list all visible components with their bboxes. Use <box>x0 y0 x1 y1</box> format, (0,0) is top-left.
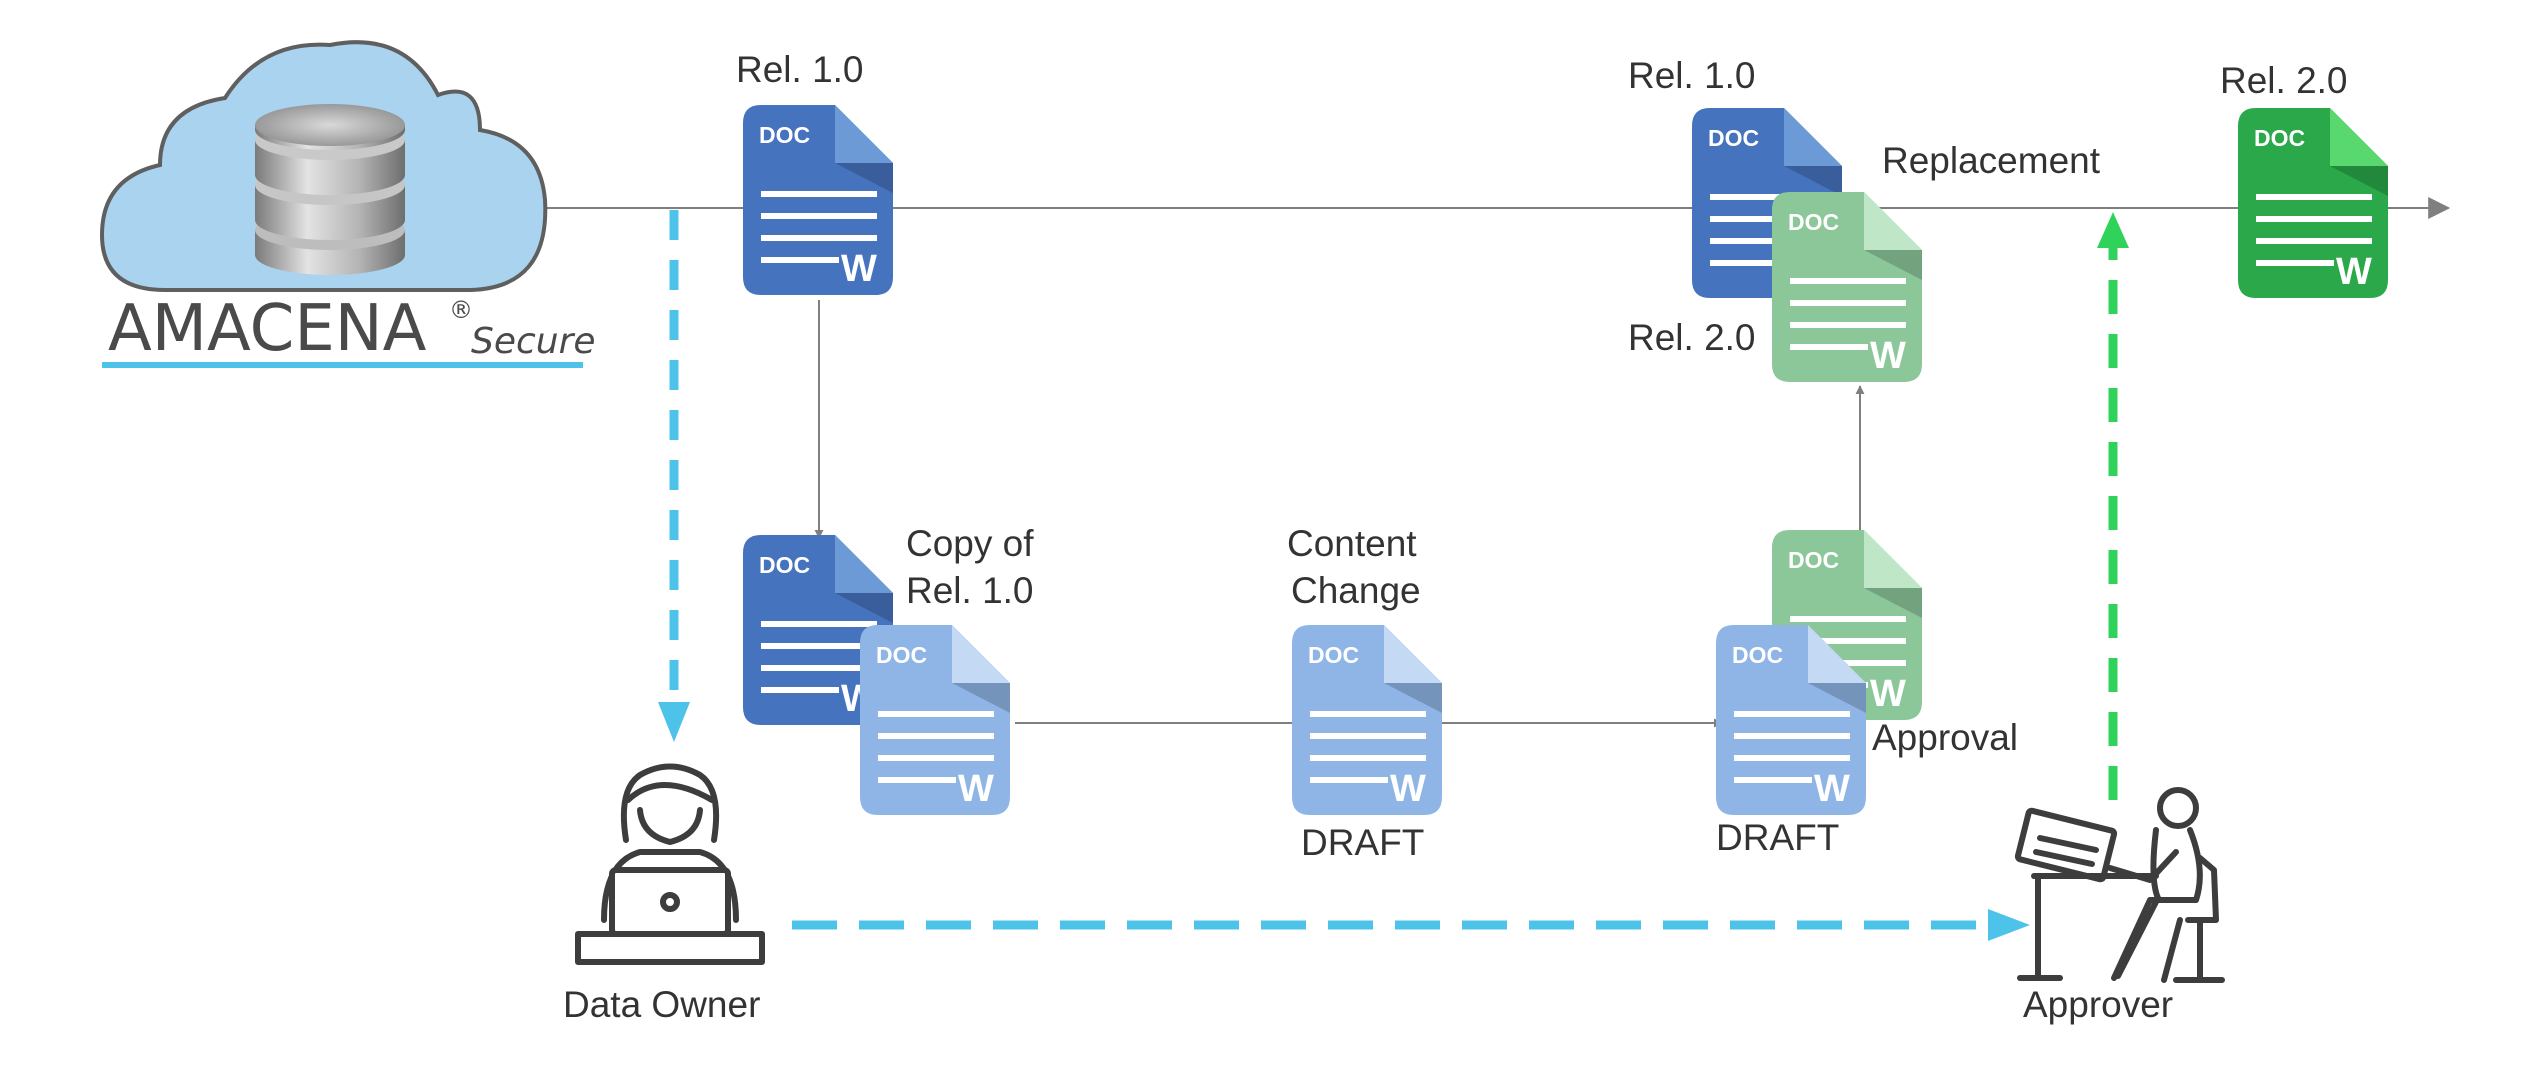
brand-underline <box>102 362 583 368</box>
label-data-owner: Data Owner <box>563 984 760 1025</box>
cloud-database-icon <box>99 40 548 292</box>
svg-text:W: W <box>1870 335 1906 377</box>
label-draft-right: DRAFT <box>1716 817 1839 858</box>
document-icon-rel2-final: DOC W <box>2238 108 2388 298</box>
diagram-labels: Rel. 1.0 Rel. 1.0 Rel. 2.0 Rel. 2.0 Repl… <box>563 49 2348 1025</box>
svg-text:W: W <box>841 248 877 290</box>
brand-suffix: Secure <box>471 321 596 362</box>
document-icon-rel1: DOC W <box>743 105 893 295</box>
brand-logo: AMACENA ® Secure <box>102 292 596 368</box>
svg-text:DOC: DOC <box>1708 125 1759 151</box>
document-icon-approval: DOC W <box>1772 530 1922 720</box>
label-copy-line1: Copy of <box>906 523 1034 564</box>
svg-text:DOC: DOC <box>1308 642 1359 668</box>
label-rel2-final: Rel. 2.0 <box>2220 60 2348 101</box>
dashed-up-arrowhead <box>2097 212 2129 248</box>
svg-text:DOC: DOC <box>876 642 927 668</box>
label-rel1-top: Rel. 1.0 <box>736 49 864 90</box>
svg-text:W: W <box>2336 251 2372 293</box>
svg-text:W: W <box>1870 673 1906 715</box>
label-replacement: Replacement <box>1882 140 2101 181</box>
svg-text:DOC: DOC <box>1788 209 1839 235</box>
svg-text:DOC: DOC <box>1788 547 1839 573</box>
svg-text:DOC: DOC <box>759 122 810 148</box>
label-content-line2: Change <box>1291 570 1421 611</box>
svg-text:W: W <box>958 768 994 810</box>
brand-registered-mark: ® <box>449 296 473 324</box>
svg-text:W: W <box>1390 768 1426 810</box>
approver-icon <box>2014 787 2225 983</box>
label-approver: Approver <box>2023 984 2173 1025</box>
dashed-right-arrowhead <box>1988 909 2030 941</box>
label-copy-line2: Rel. 1.0 <box>906 570 1034 611</box>
svg-text:W: W <box>1814 768 1850 810</box>
label-content-line1: Content <box>1287 523 1417 564</box>
document-icon-rel2-pending: DOC W <box>1772 192 1922 382</box>
document-icon-copy: DOC W <box>860 625 1010 815</box>
label-rel2-right: Rel. 2.0 <box>1628 317 1756 358</box>
label-draft-middle: DRAFT <box>1301 822 1424 863</box>
svg-text:DOC: DOC <box>1732 642 1783 668</box>
document-icon-copy-original: DOC W <box>743 535 893 725</box>
svg-text:DOC: DOC <box>2254 125 2305 151</box>
label-approval: Approval <box>1872 717 2018 758</box>
data-owner-icon <box>575 763 765 965</box>
svg-text:DOC: DOC <box>759 552 810 578</box>
document-icon-draft-right: DOC W <box>1716 625 1866 815</box>
brand-name: AMACENA <box>108 292 427 366</box>
document-icon-content-change: DOC W <box>1292 625 1442 815</box>
label-rel1-right: Rel. 1.0 <box>1628 55 1756 96</box>
dashed-down-arrowhead <box>658 702 690 742</box>
